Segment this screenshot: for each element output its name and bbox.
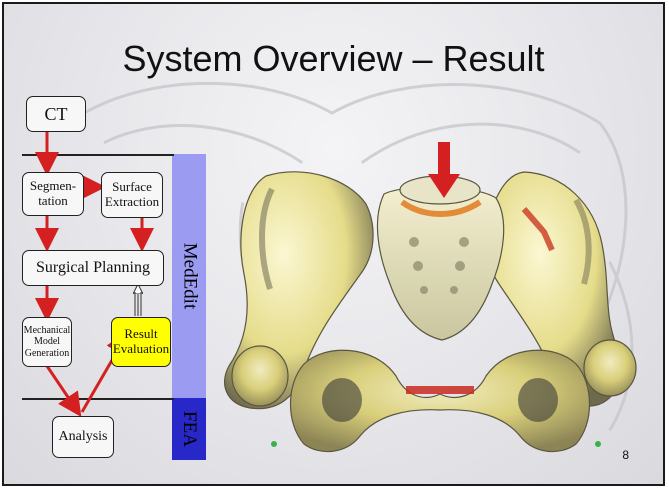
page-number: 8 (622, 448, 629, 462)
node-mechanical-model-generation: Mechanical Model Generation (22, 317, 72, 367)
node-surface-extraction: Surface Extraction (101, 172, 163, 218)
flowchart-arrows (4, 4, 665, 486)
slide: System Overview – Result MedEdit FEA (2, 2, 665, 486)
node-analysis: Analysis (52, 416, 114, 458)
arrow-mech-analysis (47, 366, 78, 412)
node-result-evaluation: Result Evaluation (111, 317, 171, 367)
node-surgical-planning: Surgical Planning (22, 250, 164, 286)
node-ct: CT (26, 96, 86, 132)
node-segmentation: Segmen- tation (22, 172, 84, 216)
